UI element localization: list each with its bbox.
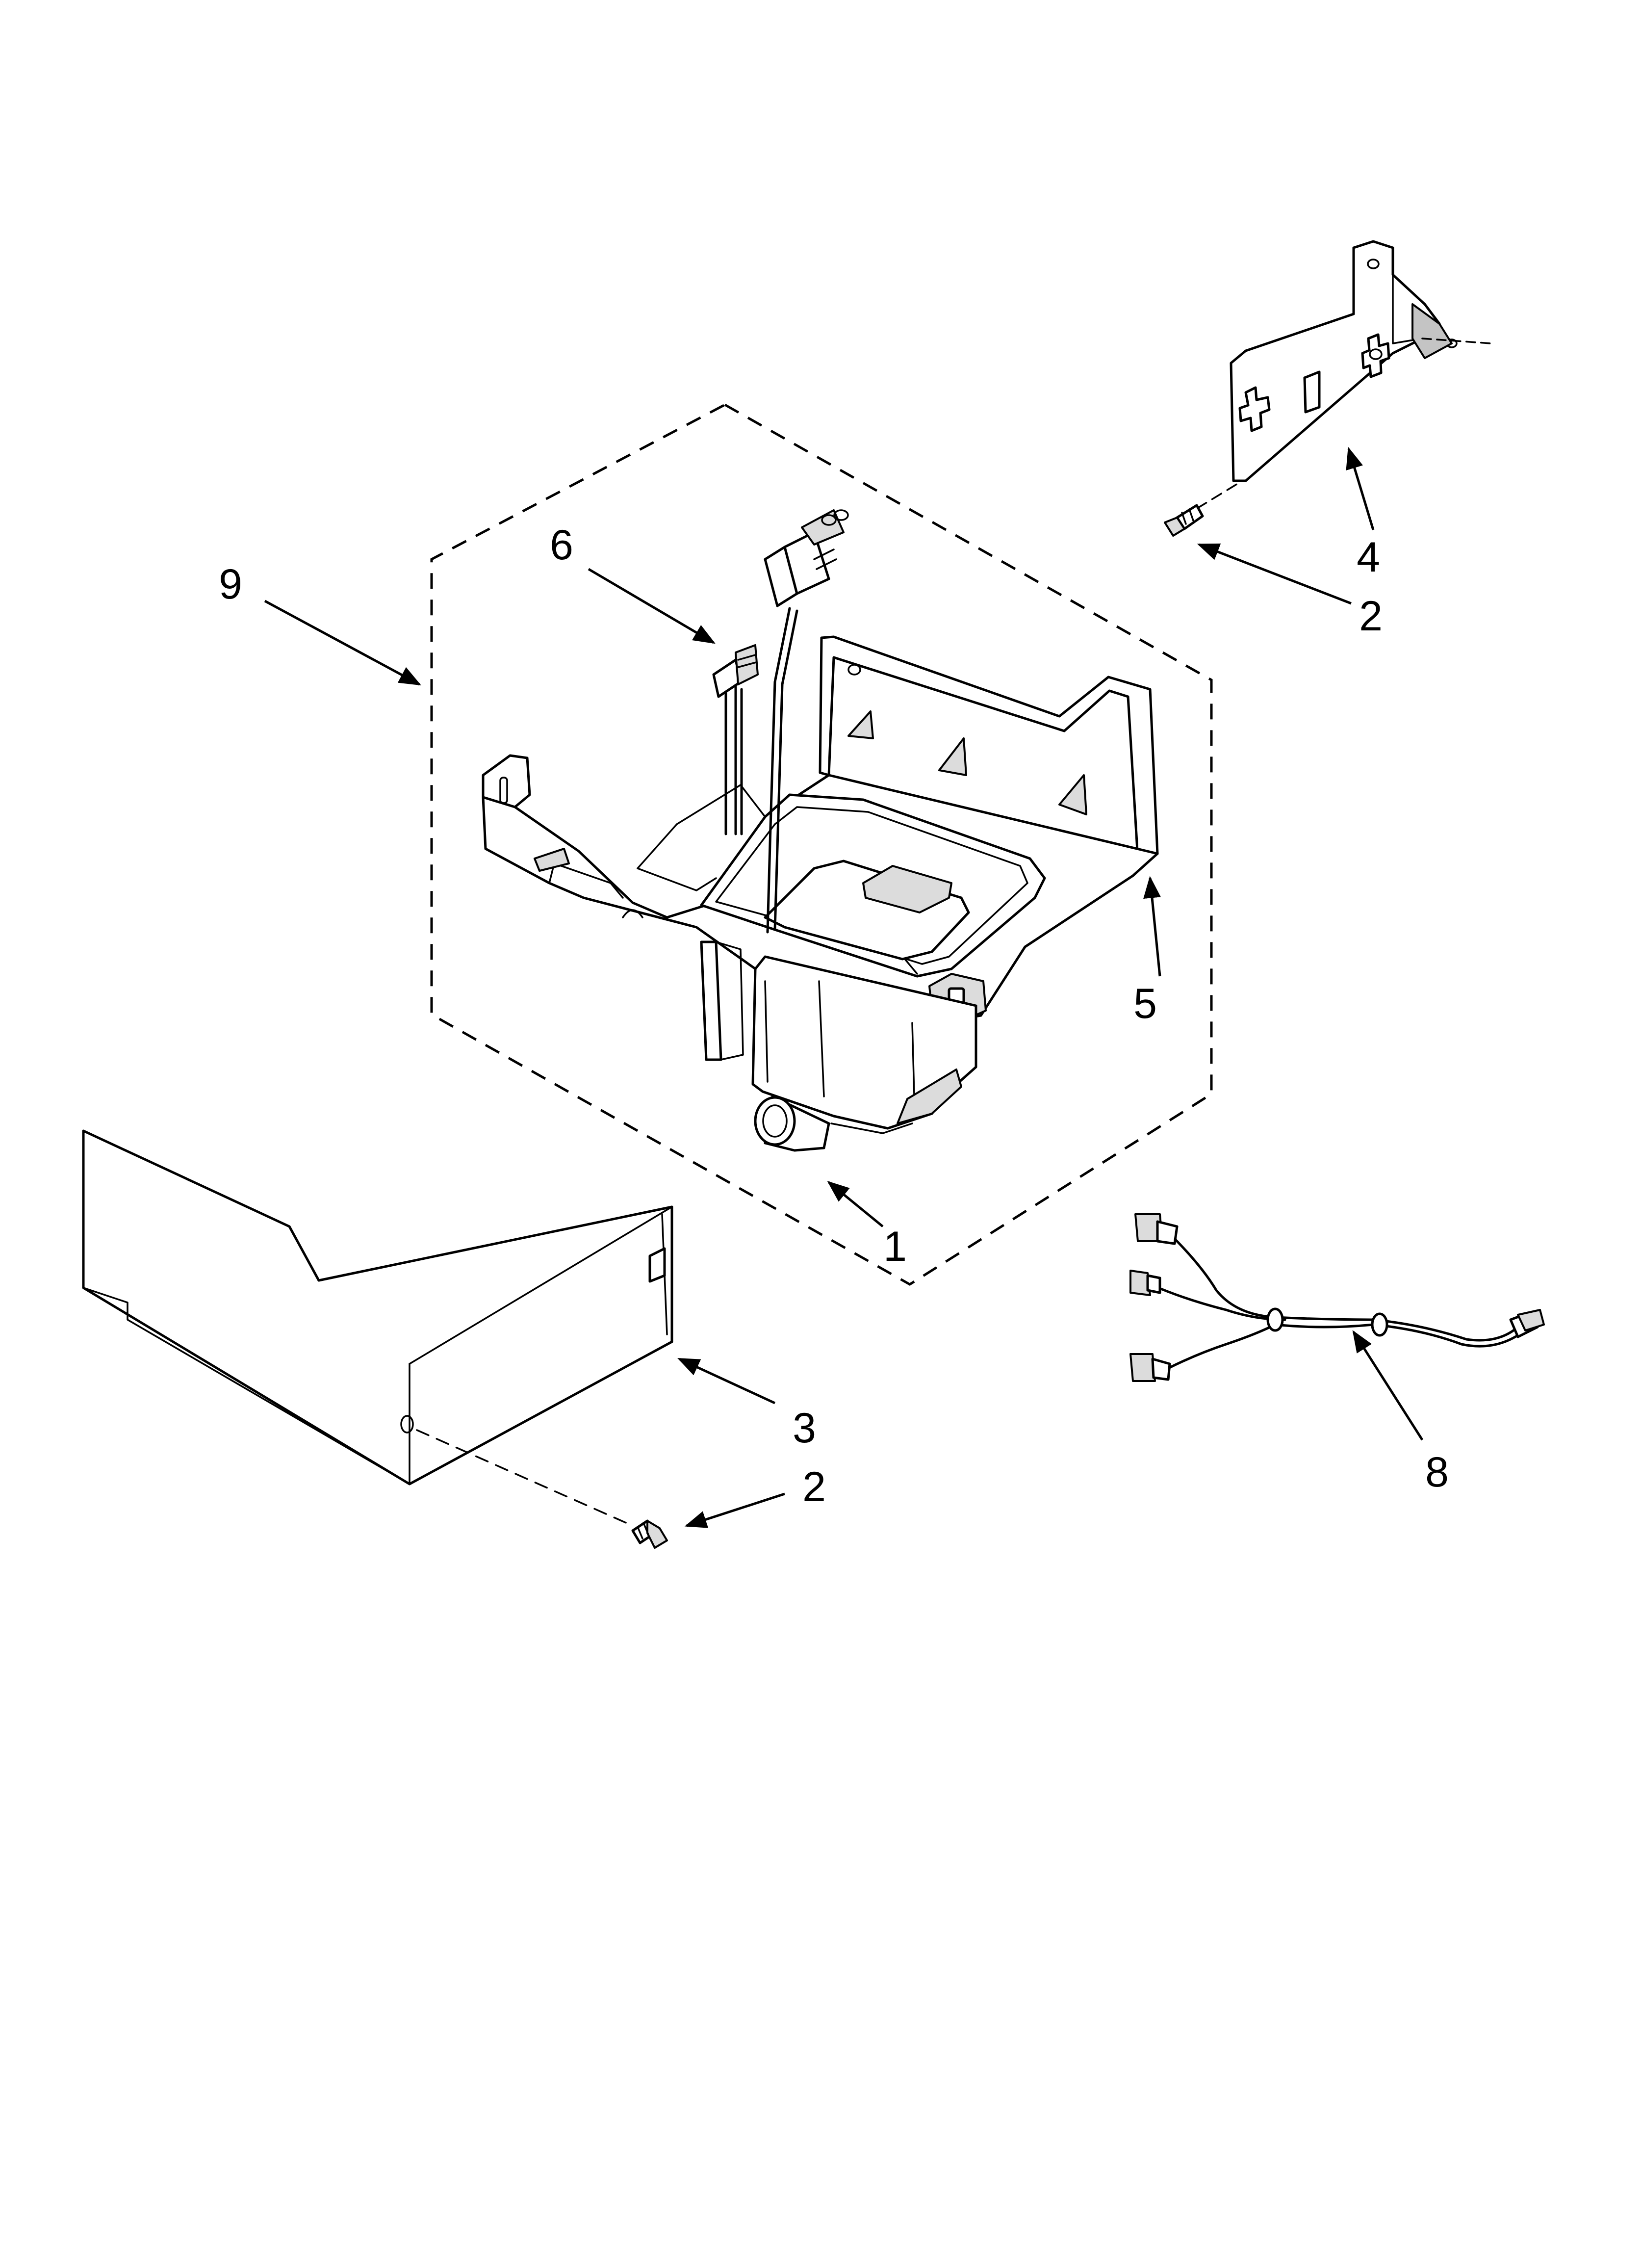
leader-6 xyxy=(588,568,716,644)
leader-lines xyxy=(264,446,1424,1528)
callout-2-lower: 2 xyxy=(802,1463,826,1511)
mounting-bracket-part xyxy=(1230,240,1492,482)
screw-upper-part xyxy=(1164,482,1239,537)
callout-6: 6 xyxy=(550,521,573,569)
leader-2-upper xyxy=(1197,543,1352,605)
leader-8 xyxy=(1352,1330,1424,1441)
cover-panel-part xyxy=(82,1129,673,1527)
callout-8: 8 xyxy=(1425,1449,1449,1496)
small-wire-harness-part xyxy=(712,644,759,835)
leader-1 xyxy=(827,1181,884,1227)
callout-9: 9 xyxy=(219,561,242,608)
loose-wire-harness-part xyxy=(1129,1213,1545,1382)
callout-3: 3 xyxy=(793,1405,816,1452)
callout-4: 4 xyxy=(1357,534,1380,581)
leader-3 xyxy=(677,1357,776,1405)
tray-wire-harness xyxy=(764,509,849,934)
callout-2-upper: 2 xyxy=(1359,593,1383,640)
leader-9 xyxy=(264,600,421,686)
leader-4 xyxy=(1346,446,1375,530)
pump-motor-part xyxy=(751,955,977,1152)
callout-1: 1 xyxy=(883,1223,907,1270)
screw-lower-part xyxy=(631,1519,668,1549)
callout-labels: 9 6 5 1 4 2 3 2 8 xyxy=(219,521,1449,1511)
leader-5 xyxy=(1143,876,1161,977)
assembly-boundary-dashed xyxy=(430,403,1213,1286)
callout-5: 5 xyxy=(1133,980,1157,1027)
leader-2-lower xyxy=(684,1492,785,1528)
bracket-tray-part xyxy=(482,635,1159,1061)
